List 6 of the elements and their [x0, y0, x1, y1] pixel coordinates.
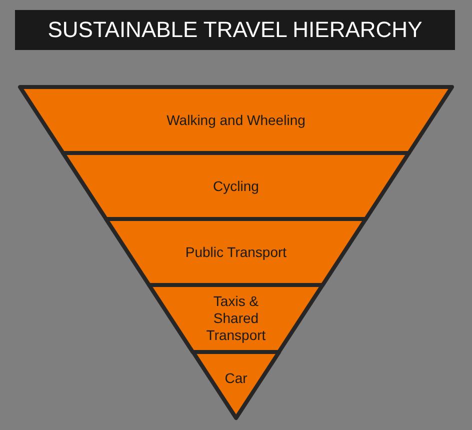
band-label: Car	[224, 370, 248, 387]
band-label: Walking and Wheeling	[166, 112, 306, 128]
band-label: Public Transport	[184, 244, 288, 260]
band-label: Cycling	[212, 178, 260, 194]
title-banner: SUSTAINABLE TRAVEL HIERARCHY	[15, 10, 455, 50]
band-label: Taxis & Shared Transport	[205, 293, 267, 344]
